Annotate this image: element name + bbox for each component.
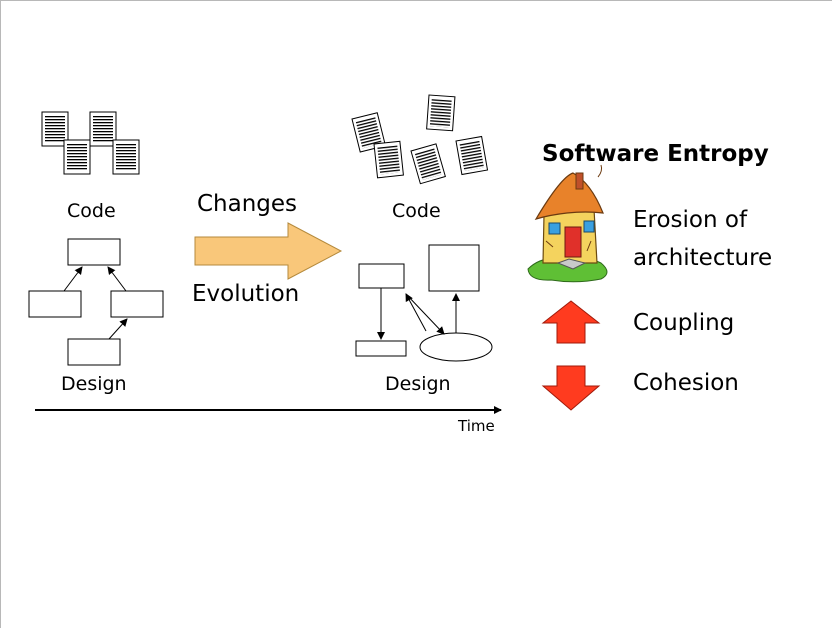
- right-design-label: Design: [385, 373, 451, 395]
- coupling-up-arrow-icon: [541, 300, 601, 344]
- changes-label: Changes: [197, 191, 298, 217]
- left-code-documents-icon: [41, 111, 140, 175]
- right-design-ellipse: [419, 332, 493, 362]
- evolution-label: Evolution: [192, 281, 300, 307]
- right-design-arrow-4: [405, 293, 445, 335]
- left-code-label: Code: [67, 200, 116, 222]
- right-design-box-square: [428, 244, 480, 292]
- software-entropy-title: Software Entropy: [542, 141, 769, 167]
- left-design-box-right: [110, 290, 164, 318]
- time-label: Time: [458, 417, 495, 435]
- left-design-label: Design: [61, 373, 127, 395]
- right-design-box-bottom: [355, 340, 407, 357]
- left-design-box-bottom: [67, 338, 121, 366]
- erosion-label-line2: architecture: [633, 245, 773, 271]
- cohesion-label: Cohesion: [633, 370, 739, 396]
- right-code-label: Code: [392, 200, 441, 222]
- cohesion-down-arrow-icon: [541, 365, 601, 411]
- left-design-arrow-1: [63, 266, 83, 292]
- eroding-house-icon: [527, 164, 608, 283]
- left-design-diagram: [28, 238, 164, 366]
- left-design-arrow-3: [108, 318, 128, 340]
- left-design-arrow-2: [107, 266, 127, 292]
- right-code-documents-icon: [351, 94, 489, 185]
- left-design-box-top: [67, 238, 121, 266]
- changes-arrow: [194, 222, 343, 280]
- erosion-label-line1: Erosion of: [633, 207, 748, 233]
- right-design-diagram: [355, 244, 493, 362]
- coupling-label: Coupling: [633, 310, 735, 336]
- left-design-box-left: [28, 290, 82, 318]
- right-design-arrow-3: [405, 293, 427, 332]
- right-design-box-left: [358, 263, 405, 289]
